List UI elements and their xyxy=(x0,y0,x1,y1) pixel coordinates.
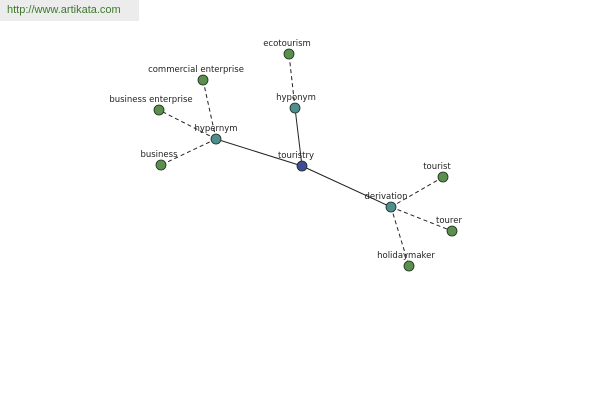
edge-hypernym-business xyxy=(160,138,217,166)
node-label-holidaymaker[interactable]: holidaymaker xyxy=(377,251,435,261)
edges-layer xyxy=(158,53,453,267)
node-tourist[interactable] xyxy=(437,171,449,183)
node-label-hypernym[interactable]: hypernym xyxy=(194,124,237,134)
edge-touristry-hypernym xyxy=(215,138,303,167)
source-url-banner[interactable]: http://www.artikata.com xyxy=(0,0,139,21)
node-label-ecotourism[interactable]: ecotourism xyxy=(263,39,311,49)
node-label-commercial-enterprise[interactable]: commercial enterprise xyxy=(148,65,244,75)
edge-derivation-holidaymaker xyxy=(390,206,410,267)
node-holidaymaker[interactable] xyxy=(403,260,415,272)
labels-layer: touristry hypernym hyponym derivation ecotou… xyxy=(109,39,462,261)
node-touristry[interactable] xyxy=(296,160,308,172)
node-hypernym[interactable] xyxy=(210,133,222,145)
node-derivation[interactable] xyxy=(385,201,397,213)
node-label-business[interactable]: business xyxy=(140,150,178,160)
node-label-derivation[interactable]: derivation xyxy=(364,192,407,202)
edge-hyponym-ecotourism xyxy=(288,53,296,109)
edge-touristry-hyponym xyxy=(294,107,303,167)
node-label-tourist[interactable]: tourist xyxy=(423,162,451,172)
node-label-hyponym[interactable]: hyponym xyxy=(276,93,316,103)
node-ecotourism[interactable] xyxy=(283,48,295,60)
edge-derivation-tourer xyxy=(390,206,453,232)
node-label-tourer[interactable]: tourer xyxy=(436,216,462,226)
node-label-business-enterprise[interactable]: business enterprise xyxy=(109,95,192,105)
edge-derivation-tourist xyxy=(390,176,444,208)
node-commercial-enterprise[interactable] xyxy=(197,74,209,86)
node-label-touristry[interactable]: touristry xyxy=(278,151,314,161)
node-business[interactable] xyxy=(155,159,167,171)
nodes-layer xyxy=(153,48,458,272)
edge-hypernym-commercial_enterprise xyxy=(202,79,217,140)
node-hyponym[interactable] xyxy=(289,102,301,114)
node-tourer[interactable] xyxy=(446,225,458,237)
node-business-enterprise[interactable] xyxy=(153,104,165,116)
edge-hypernym-business_enterprise xyxy=(158,109,217,140)
edge-touristry-derivation xyxy=(301,165,392,208)
